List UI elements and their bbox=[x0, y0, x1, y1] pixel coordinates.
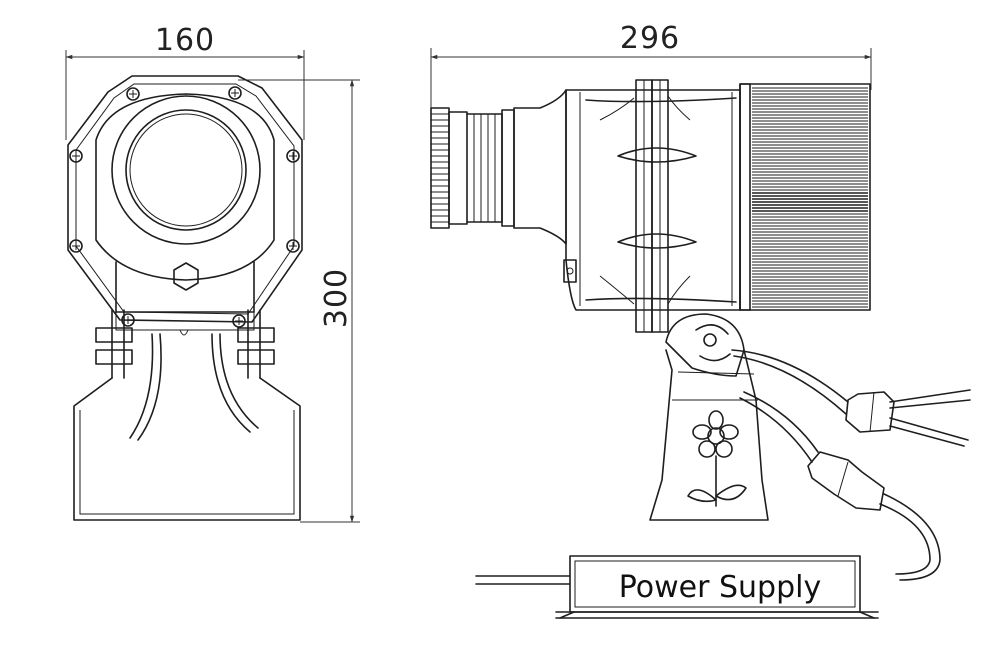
width-dimension-label: 160 bbox=[155, 23, 215, 58]
lens-barrel bbox=[513, 89, 567, 245]
cable-connector-upper bbox=[845, 391, 895, 433]
length-dimension: 296 bbox=[430, 21, 872, 112]
front-lens bbox=[125, 109, 247, 231]
flower-emblem bbox=[687, 410, 747, 507]
front-screws bbox=[69, 86, 300, 328]
pivot-yoke bbox=[665, 313, 745, 377]
height-dimension-label: 300 bbox=[319, 268, 354, 328]
housing-outline bbox=[67, 75, 303, 323]
power-supply: Power Supply bbox=[555, 555, 879, 619]
side-view: 296 bbox=[430, 21, 971, 619]
cables bbox=[475, 349, 971, 585]
lens-focus-ring bbox=[430, 107, 515, 229]
front-view: 160 300 bbox=[65, 23, 360, 523]
width-dimension: 160 bbox=[65, 23, 305, 140]
length-dimension-label: 296 bbox=[620, 21, 680, 56]
cable-connector-lower bbox=[807, 451, 885, 511]
heat-sink bbox=[739, 83, 871, 311]
hex-nut bbox=[173, 262, 199, 291]
power-supply-label: Power Supply bbox=[619, 570, 821, 605]
stand-base bbox=[649, 349, 769, 521]
lens-mount bbox=[95, 93, 275, 281]
mounting-bracket bbox=[73, 309, 301, 521]
height-dimension: 300 bbox=[238, 79, 360, 523]
projector-body bbox=[563, 79, 741, 333]
